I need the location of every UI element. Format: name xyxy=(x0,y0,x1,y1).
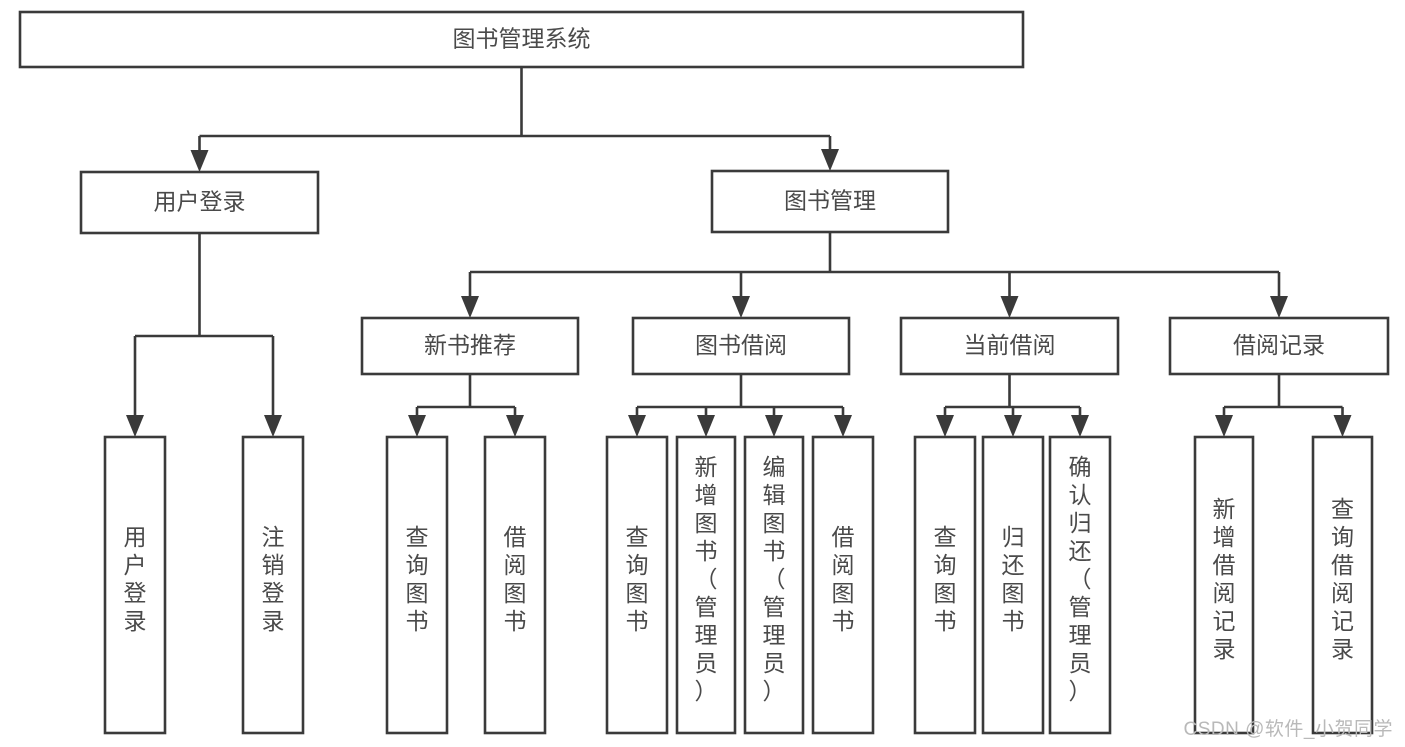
node-leaf-query-book-3[interactable]: 查询图书 xyxy=(913,435,977,735)
node-label-leaf-add-record: 新增借阅记录 xyxy=(1213,496,1236,662)
node-leaf-return-book[interactable]: 归还图书 xyxy=(981,435,1045,735)
node-box-leaf-user-login[interactable] xyxy=(103,435,167,735)
arrow-to-leaf-borrow-book-2 xyxy=(834,415,852,437)
node-label-borrow: 图书借阅 xyxy=(695,332,787,358)
node-label-root: 图书管理系统 xyxy=(453,26,591,52)
node-box-leaf-add-book[interactable] xyxy=(675,435,737,735)
node-box-leaf-query-book-1[interactable] xyxy=(385,435,449,735)
node-box-login[interactable] xyxy=(79,170,320,235)
node-root[interactable]: 图书管理系统 xyxy=(18,10,1025,69)
arrow-to-current xyxy=(1000,296,1019,318)
node-leaf-edit-book[interactable]: 编辑图书（管理员） xyxy=(743,435,805,735)
node-box-leaf-logout[interactable] xyxy=(241,435,305,735)
arrow-to-leaf-add-book xyxy=(697,415,715,437)
node-box-leaf-return-book[interactable] xyxy=(981,435,1045,735)
node-records[interactable]: 借阅记录 xyxy=(1168,316,1390,376)
arrow-to-leaf-query-book-1 xyxy=(408,415,426,437)
node-label-leaf-query-book-3: 查询图书 xyxy=(934,524,957,634)
arrow-to-leaf-borrow-book-1 xyxy=(506,415,524,437)
arrow-to-leaf-user-login xyxy=(126,415,144,437)
node-box-leaf-add-record[interactable] xyxy=(1193,435,1255,735)
node-box-leaf-confirm-return[interactable] xyxy=(1048,435,1112,735)
node-label-leaf-borrow-book-2: 借阅图书 xyxy=(832,524,855,634)
node-box-leaf-query-record[interactable] xyxy=(1311,435,1374,735)
node-label-leaf-return-book: 归还图书 xyxy=(1002,524,1025,634)
arrow-to-leaf-add-record xyxy=(1215,415,1233,437)
node-box-root[interactable] xyxy=(18,10,1025,69)
node-leaf-confirm-return[interactable]: 确认归还（管理员） xyxy=(1048,435,1112,735)
node-bookmgmt[interactable]: 图书管理 xyxy=(710,169,950,234)
arrow-to-leaf-query-record xyxy=(1333,415,1352,437)
node-label-login: 用户登录 xyxy=(154,189,246,215)
node-box-borrow[interactable] xyxy=(631,316,851,376)
node-leaf-borrow-book-2[interactable]: 借阅图书 xyxy=(811,435,875,735)
connector-lines xyxy=(126,67,1352,437)
node-login[interactable]: 用户登录 xyxy=(79,170,320,235)
arrow-to-leaf-return-book xyxy=(1004,415,1022,437)
node-leaf-query-record[interactable]: 查询借阅记录 xyxy=(1311,435,1374,735)
arrow-to-newbook xyxy=(461,296,479,318)
node-box-leaf-borrow-book-2[interactable] xyxy=(811,435,875,735)
node-label-records: 借阅记录 xyxy=(1233,332,1325,358)
arrow-to-leaf-edit-book xyxy=(765,415,783,437)
node-label-leaf-query-book-2: 查询图书 xyxy=(626,524,649,634)
arrow-to-bookmgmt xyxy=(821,149,839,171)
node-newbook[interactable]: 新书推荐 xyxy=(360,316,580,376)
node-label-leaf-query-record: 查询借阅记录 xyxy=(1331,496,1354,662)
arrow-to-leaf-logout xyxy=(264,415,282,437)
node-box-leaf-borrow-book-1[interactable] xyxy=(483,435,547,735)
node-leaf-logout[interactable]: 注销登录 xyxy=(241,435,305,735)
arrow-to-records xyxy=(1270,296,1288,318)
node-label-leaf-confirm-return: 确认归还（管理员） xyxy=(1069,454,1092,704)
arrow-to-leaf-query-book-2 xyxy=(628,415,646,437)
node-boxes: 图书管理系统用户登录图书管理新书推荐图书借阅当前借阅借阅记录用户登录注销登录查询… xyxy=(18,10,1390,735)
node-leaf-add-book[interactable]: 新增图书（管理员） xyxy=(675,435,737,735)
node-box-bookmgmt[interactable] xyxy=(710,169,950,234)
csdn-watermark: CSDN @软件_小贺同学 xyxy=(1183,719,1393,740)
node-box-leaf-query-book-3[interactable] xyxy=(913,435,977,735)
node-label-current: 当前借阅 xyxy=(964,332,1056,358)
node-label-newbook: 新书推荐 xyxy=(424,332,516,358)
node-current[interactable]: 当前借阅 xyxy=(899,316,1120,376)
node-label-leaf-query-book-1: 查询图书 xyxy=(406,524,429,634)
arrow-to-leaf-confirm-return xyxy=(1071,415,1089,437)
node-label-bookmgmt: 图书管理 xyxy=(784,188,876,214)
node-leaf-add-record[interactable]: 新增借阅记录 xyxy=(1193,435,1255,735)
node-box-current[interactable] xyxy=(899,316,1120,376)
node-label-leaf-edit-book: 编辑图书（管理员） xyxy=(763,454,786,704)
node-leaf-query-book-2[interactable]: 查询图书 xyxy=(605,435,669,735)
node-label-leaf-logout: 注销登录 xyxy=(262,524,285,634)
node-borrow[interactable]: 图书借阅 xyxy=(631,316,851,376)
node-box-leaf-edit-book[interactable] xyxy=(743,435,805,735)
node-box-newbook[interactable] xyxy=(360,316,580,376)
node-label-leaf-user-login: 用户登录 xyxy=(124,524,147,634)
node-label-leaf-borrow-book-1: 借阅图书 xyxy=(504,524,527,634)
node-leaf-query-book-1[interactable]: 查询图书 xyxy=(385,435,449,735)
node-box-leaf-query-book-2[interactable] xyxy=(605,435,669,735)
node-label-leaf-add-book: 新增图书（管理员） xyxy=(695,454,718,704)
arrow-to-leaf-query-book-3 xyxy=(936,415,954,437)
arrow-to-borrow xyxy=(732,296,750,318)
node-leaf-user-login[interactable]: 用户登录 xyxy=(103,435,167,735)
node-box-records[interactable] xyxy=(1168,316,1390,376)
node-leaf-borrow-book-1[interactable]: 借阅图书 xyxy=(483,435,547,735)
arrow-to-login xyxy=(190,150,209,172)
